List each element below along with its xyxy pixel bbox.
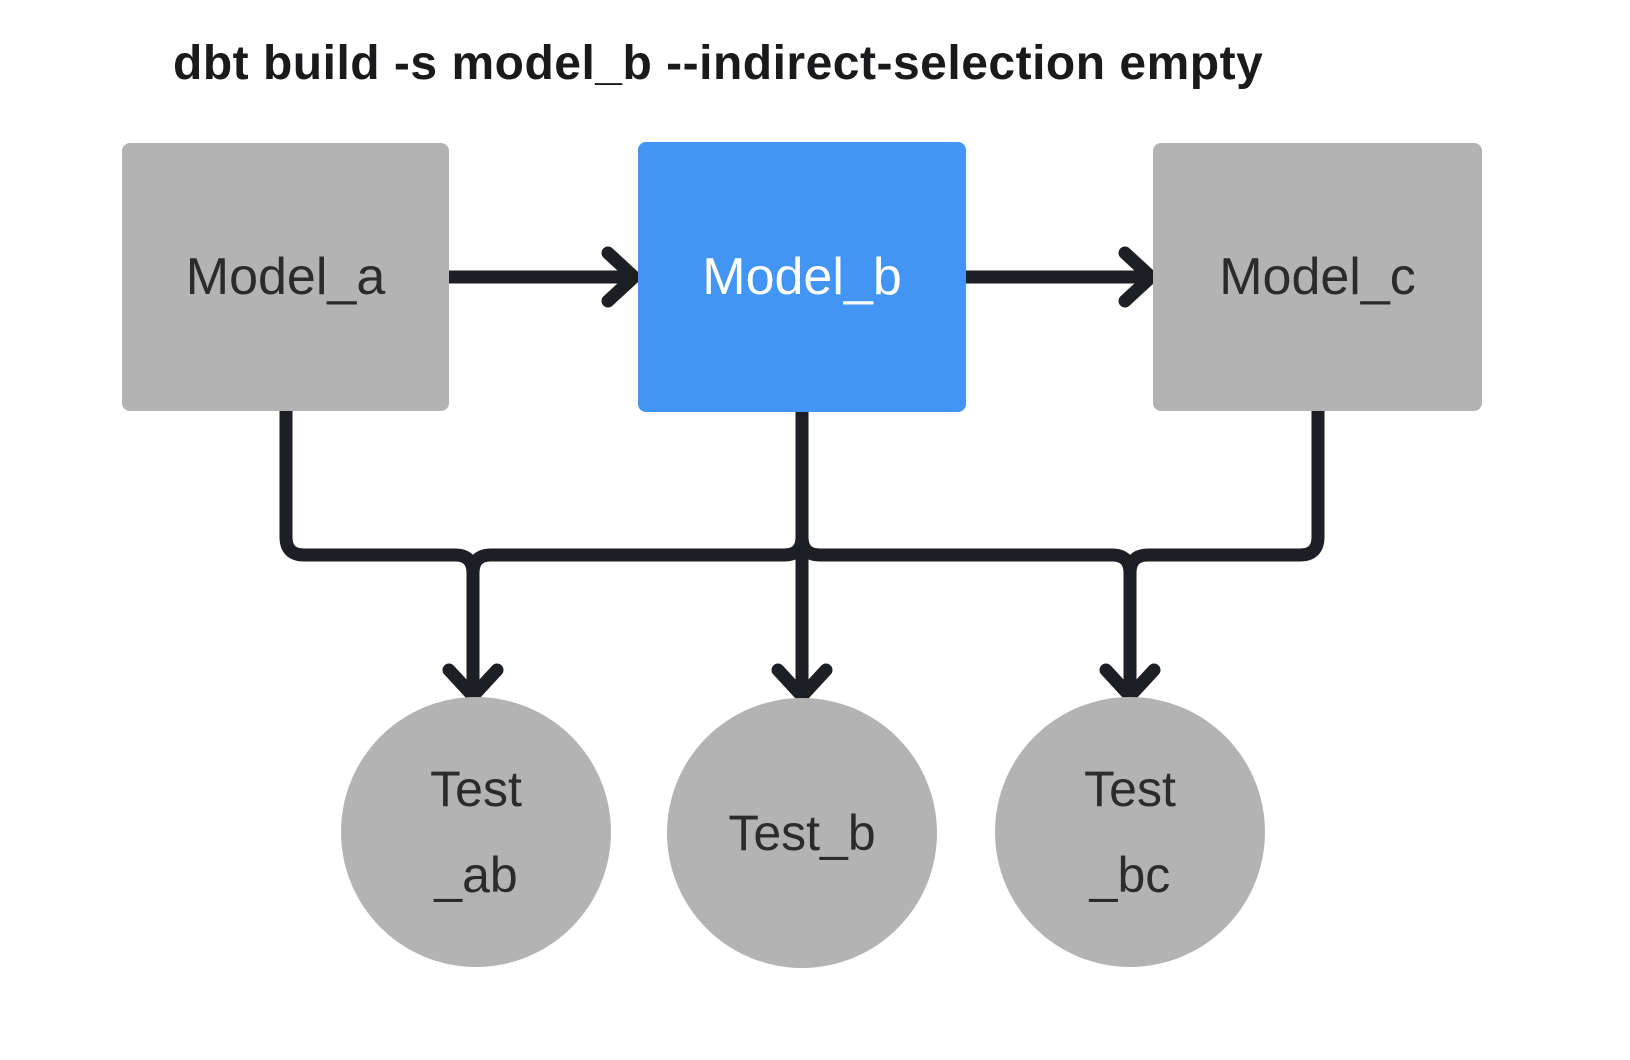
edge-model-b-to-test-ab <box>466 405 809 699</box>
node-model-a: Model_a <box>122 143 449 411</box>
node-model-c-label: Model_c <box>1219 247 1416 306</box>
diagram-title: dbt build -s model_b --indirect-selectio… <box>173 37 1264 90</box>
node-model-b-label: Model_b <box>702 247 902 306</box>
arrowhead-test-ab-icon <box>442 663 504 703</box>
arrowhead-model-b-icon <box>601 246 641 308</box>
arrowhead-test-bc-icon <box>1099 663 1161 703</box>
node-model-a-label: Model_a <box>185 247 386 306</box>
edge-model-a-to-test-ab <box>279 404 480 699</box>
node-test-b: Test_b <box>667 698 937 968</box>
node-test-b-label: Test_b <box>728 805 876 861</box>
node-test-ab-label: Test _ab <box>430 761 522 903</box>
node-test-bc-label: Test _bc <box>1084 761 1176 903</box>
node-test-bc: Test _bc <box>995 697 1265 967</box>
node-test-ab: Test _ab <box>341 697 611 967</box>
edge-model-b-to-test-bc <box>795 405 1137 699</box>
arrowhead-model-c-icon <box>1118 246 1158 308</box>
arrowhead-test-b-icon <box>771 663 833 703</box>
node-model-b: Model_b <box>638 142 966 412</box>
node-model-c: Model_c <box>1153 143 1482 411</box>
edge-model-c-to-test-bc <box>1123 404 1325 699</box>
